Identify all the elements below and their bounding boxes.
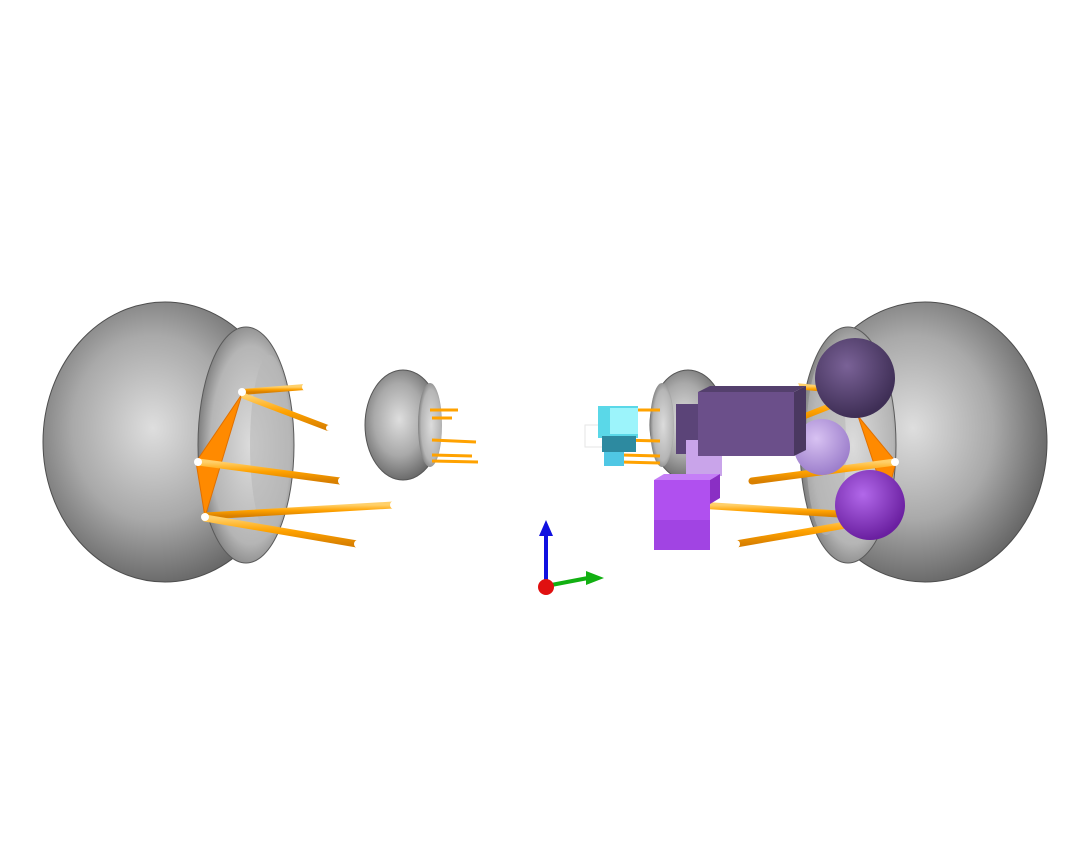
left-suspension-links[interactable] bbox=[194, 383, 398, 548]
z-axis-arrowhead bbox=[539, 520, 553, 536]
actuator-boxes[interactable] bbox=[654, 386, 806, 550]
y-axis-arrowhead bbox=[586, 571, 604, 585]
x-axis-origin bbox=[538, 579, 554, 595]
axes-gizmo bbox=[538, 520, 604, 595]
sensor-spheres[interactable] bbox=[794, 338, 905, 540]
front-left-wheel[interactable] bbox=[42, 301, 295, 583]
rear-left-wheel[interactable] bbox=[364, 369, 479, 481]
left-upright-triangle bbox=[195, 393, 243, 518]
rear-left-links bbox=[430, 408, 479, 464]
cyan-sensor-block[interactable] bbox=[584, 406, 638, 466]
